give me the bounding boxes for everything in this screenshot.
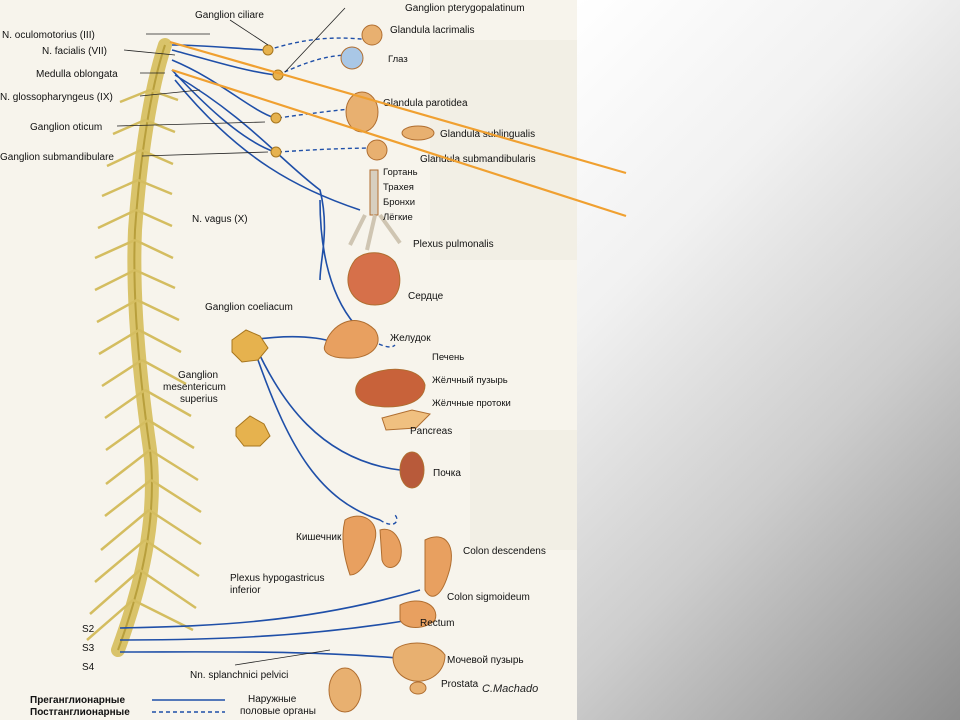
label-zheludok: Желудок	[390, 333, 431, 344]
label-s2: S2	[82, 624, 95, 635]
ganglion-ciliare-node	[262, 44, 274, 56]
label-s3: S3	[82, 643, 95, 654]
label-glandula-sublingualis: Glandula sublingualis	[440, 129, 535, 140]
external-genitalia	[328, 667, 362, 713]
label-ganglion-submandibulare: Ganglion submandibulare	[0, 152, 114, 163]
label-medulla: Medulla oblongata	[36, 69, 118, 80]
label-ganglion-mesentericum-3: superius	[180, 394, 218, 405]
label-zhelchnye-protoki: Жёлчные протоки	[432, 398, 511, 409]
legend-preganglionic-label: Преганглионарные	[30, 695, 125, 706]
label-zhelchny-puzyr: Жёлчный пузырь	[432, 375, 508, 386]
label-glandula-parotidea: Glandula parotidea	[383, 98, 468, 109]
bronchi	[348, 213, 402, 251]
label-ganglion-mesentericum-2: mesentericum	[163, 382, 226, 393]
label-colon-sigmoideum: Colon sigmoideum	[447, 592, 530, 603]
parotid-gland	[345, 91, 379, 133]
label-oculomotorius: N. oculomotorius (III)	[2, 30, 95, 41]
label-glaz: Глаз	[388, 54, 408, 65]
artist-signature: C.Machado	[482, 683, 538, 695]
ganglion-pterygopalatinum-node	[272, 69, 284, 81]
label-rectum: Rectum	[420, 618, 454, 629]
pancreas	[381, 409, 431, 431]
label-plexus-hypogastricus-2: inferior	[230, 585, 261, 596]
stomach	[323, 320, 379, 359]
eye	[340, 46, 364, 70]
anatomy-diagram: N. oculomotorius (III) N. facialis (VII)…	[0, 3, 577, 718]
gradient-panel	[577, 0, 960, 720]
liver	[355, 368, 426, 408]
label-ganglion-mesentericum-1: Ganglion	[178, 370, 218, 381]
label-bronhi: Бронхи	[383, 197, 415, 208]
label-serdce: Сердце	[408, 291, 444, 302]
label-glandula-lacrimalis: Glandula lacrimalis	[390, 25, 474, 36]
label-mochevoy-puzyr: Мочевой пузырь	[447, 655, 524, 666]
label-ganglion-pterygopalatinum: Ganglion pterygopalatinum	[405, 3, 525, 14]
label-gortan: Гортань	[383, 167, 418, 178]
label-colon-descendens: Colon descendens	[463, 546, 546, 557]
label-plexus-hypogastricus-1: Plexus hypogastricus	[230, 573, 325, 584]
spinal-cord	[86, 38, 202, 657]
submandibular-gland	[366, 139, 388, 161]
ganglion-coeliacum-node	[231, 329, 269, 363]
organs	[323, 24, 452, 713]
label-legkie: Лёгкие	[383, 212, 413, 223]
label-glandula-submandibularis: Glandula submandibularis	[420, 154, 536, 165]
colon-sigmoideum	[399, 600, 437, 628]
small-intestine	[342, 515, 377, 576]
trachea	[369, 169, 379, 216]
colon-descendens	[424, 536, 452, 597]
urinary-bladder	[392, 642, 446, 682]
faint-background-text-block	[470, 430, 577, 550]
label-s4: S4	[82, 662, 95, 673]
label-pochka: Почка	[433, 468, 461, 479]
labels-left: N. oculomotorius (III) N. facialis (VII)…	[0, 30, 325, 681]
ganglion-oticum-node	[270, 112, 282, 124]
label-ganglion-oticum: Ganglion oticum	[30, 122, 102, 133]
label-glossopharyngeus: N. glossopharyngeus (IX)	[0, 92, 113, 103]
label-traheya: Трахея	[383, 182, 414, 193]
legend-postganglionic-label: Постганглионарные	[30, 707, 130, 718]
legend: Преганглионарные Постганглионарные Наруж…	[30, 683, 538, 718]
label-ganglion-coeliacum: Ganglion coeliacum	[205, 302, 293, 313]
ganglion-mesentericum-node	[235, 415, 271, 447]
ganglion-submandibulare-node	[270, 146, 282, 158]
legend-external-2: половые органы	[240, 706, 316, 717]
intestine-loop	[379, 528, 402, 568]
label-ganglion-ciliare: Ganglion ciliare	[195, 10, 264, 21]
label-plexus-pulmonalis: Plexus pulmonalis	[413, 239, 494, 250]
heart	[347, 252, 401, 306]
kidney	[399, 451, 425, 489]
labels-top: Ganglion ciliare Ganglion pterygopalatin…	[195, 3, 525, 21]
sublingual-gland	[401, 125, 435, 141]
label-vagus: N. vagus (X)	[192, 214, 248, 225]
legend-external-1: Наружные	[248, 694, 297, 705]
label-splanchnici: Nn. splanchnici pelvici	[190, 670, 288, 681]
label-pancreas: Pancreas	[410, 426, 452, 437]
label-kishechnik: Кишечник	[296, 532, 342, 543]
label-prostata: Prostata	[441, 679, 479, 690]
faint-background-text-block	[430, 40, 577, 260]
lacrimal-gland	[361, 24, 383, 46]
label-pechen: Печень	[432, 352, 464, 363]
prostate	[409, 681, 427, 695]
parasympathetic-illustration: N. oculomotorius (III) N. facialis (VII)…	[0, 0, 577, 720]
label-facialis: N. facialis (VII)	[42, 46, 107, 57]
